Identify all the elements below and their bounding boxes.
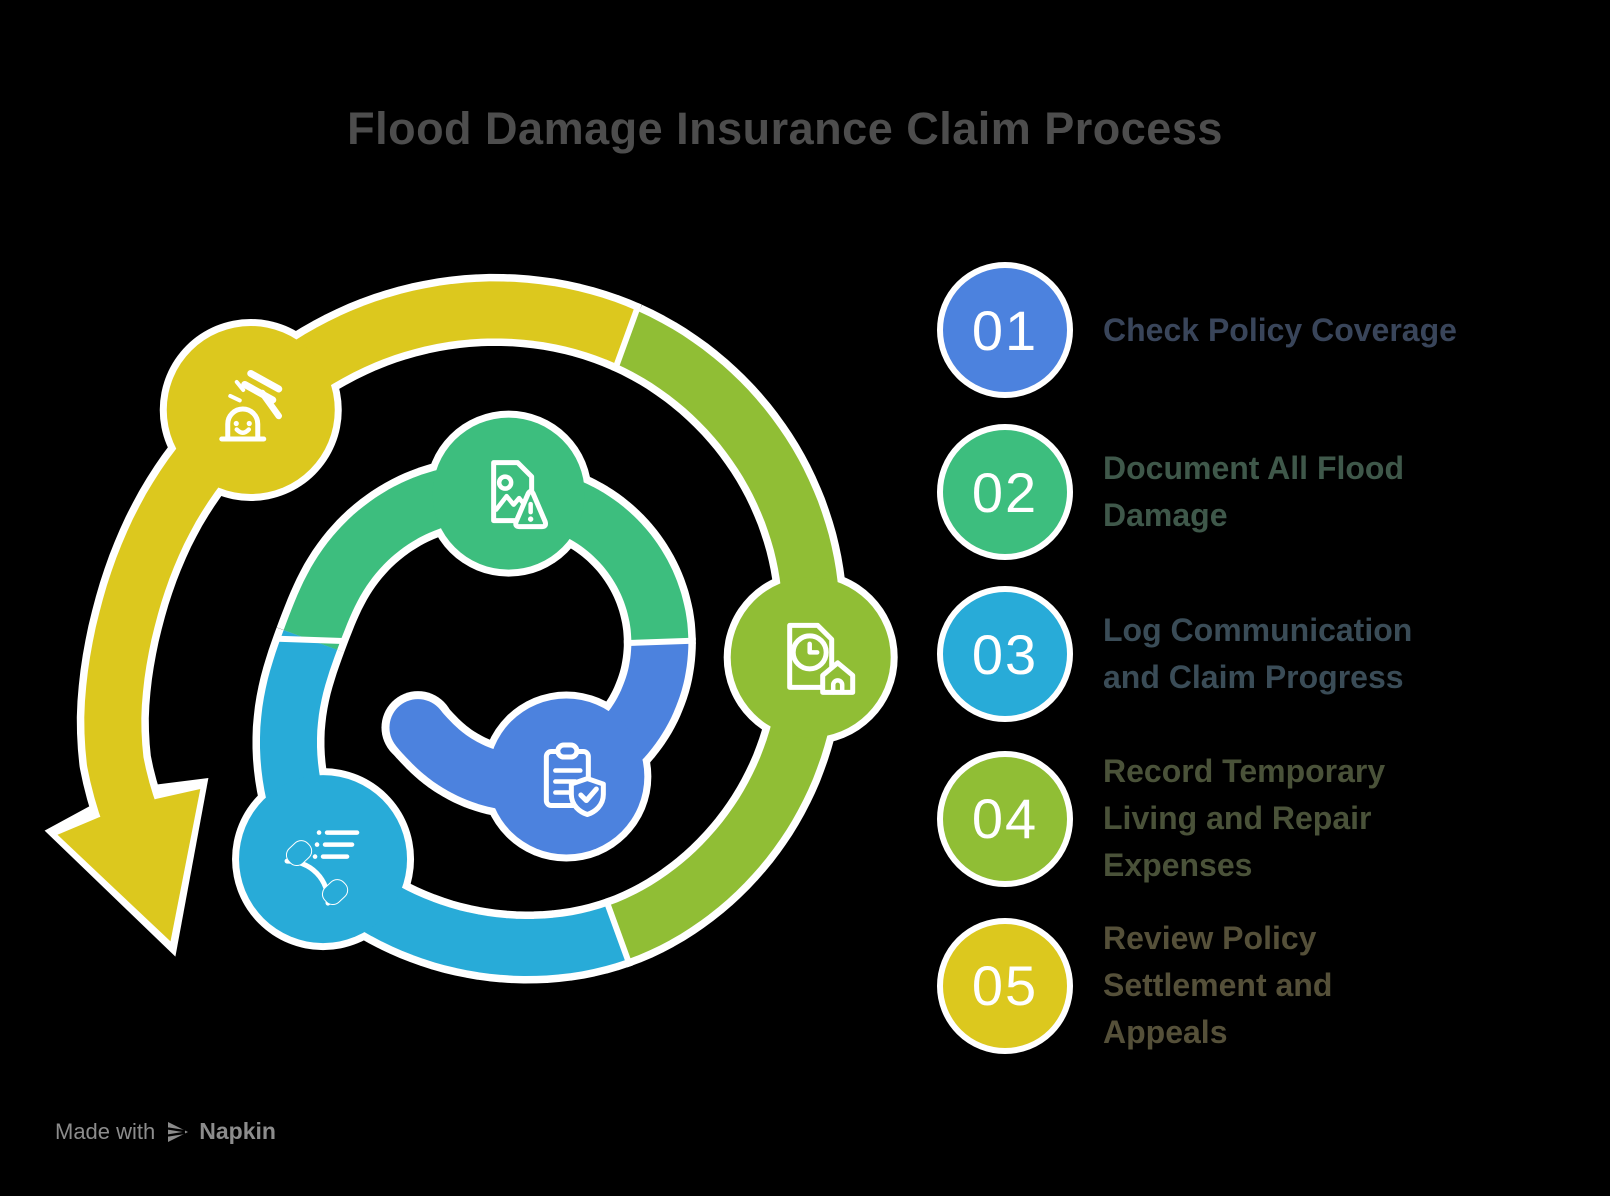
step-number: 03 [971,622,1039,686]
step-number-badge: 05 [937,917,1073,1054]
made-with-text: Made with [55,1118,156,1144]
document-clock-house-icon [787,622,856,695]
clipboard-shield-check-icon [543,742,606,818]
phone-call-log-icon [284,830,360,906]
steps-legend: 01 Check Policy Coverage 02 Document All… [937,262,1497,1082]
step-number-badge: 04 [937,750,1073,887]
step-number-badge: 03 [937,586,1073,722]
step-row: 03 Log Communication and Claim Progress [937,586,1497,722]
step-number-badge: 01 [937,262,1073,398]
step-number: 02 [971,460,1039,524]
step-row: 05 Review Policy Settlement and Appeals [937,915,1497,1056]
page-title: Flood Damage Insurance Claim Process [347,103,1223,154]
step-label: Check Policy Coverage [1103,311,1457,348]
photo-damage-warning-icon [491,460,549,530]
step-row: 04 Record Temporary Living and Repair Ex… [937,748,1497,889]
napkin-logo-icon [168,1121,189,1142]
step-number: 01 [971,298,1039,362]
step-label: Record Temporary Living and Repair Expen… [1103,753,1386,883]
step-row: 01 Check Policy Coverage [937,262,1497,398]
made-with-napkin: Made with Napkin [55,1118,276,1145]
step-number-badge: 02 [937,424,1073,560]
step-label: Log Communication and Claim Progress [1103,612,1413,695]
step-row: 02 Document All Flood Damage [937,424,1497,560]
step-number: 04 [971,787,1039,850]
gavel-appeal-icon [219,369,283,442]
step-label: Review Policy Settlement and Appeals [1103,920,1333,1050]
step-label: Document All Flood Damage [1103,450,1405,533]
napkin-brand-text: Napkin [199,1118,276,1144]
step-number: 05 [971,954,1039,1017]
